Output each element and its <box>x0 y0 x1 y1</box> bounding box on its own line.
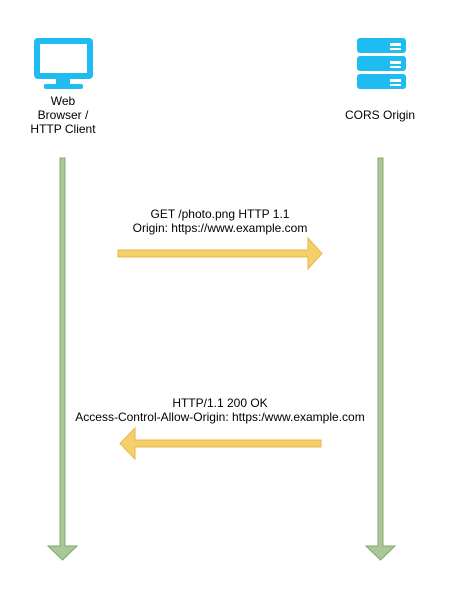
response-header-line: Access-Control-Allow-Origin: https:/www.… <box>75 410 365 424</box>
server-lifeline <box>364 157 397 561</box>
server-label: CORS Origin <box>330 108 430 122</box>
response-status-line: HTTP/1.1 200 OK <box>172 396 268 410</box>
monitor-icon <box>34 38 93 89</box>
server-icon <box>357 38 406 89</box>
response-arrow <box>119 426 322 461</box>
client-label-line: Browser / <box>37 108 89 122</box>
request-message-label: GET /photo.png HTTP 1.1 Origin: https://… <box>95 207 345 235</box>
client-label-line: Web <box>50 94 76 108</box>
request-origin-line: Origin: https://www.example.com <box>132 221 308 235</box>
client-lifeline <box>46 157 79 561</box>
client-label-line: HTTP Client <box>30 122 96 136</box>
request-line: GET /photo.png HTTP 1.1 <box>150 207 290 221</box>
response-message-label: HTTP/1.1 200 OK Access-Control-Allow-Ori… <box>60 396 380 424</box>
server-label-line: CORS Origin <box>344 108 415 122</box>
client-label: Web Browser / HTTP Client <box>13 94 113 136</box>
request-arrow <box>117 236 323 271</box>
